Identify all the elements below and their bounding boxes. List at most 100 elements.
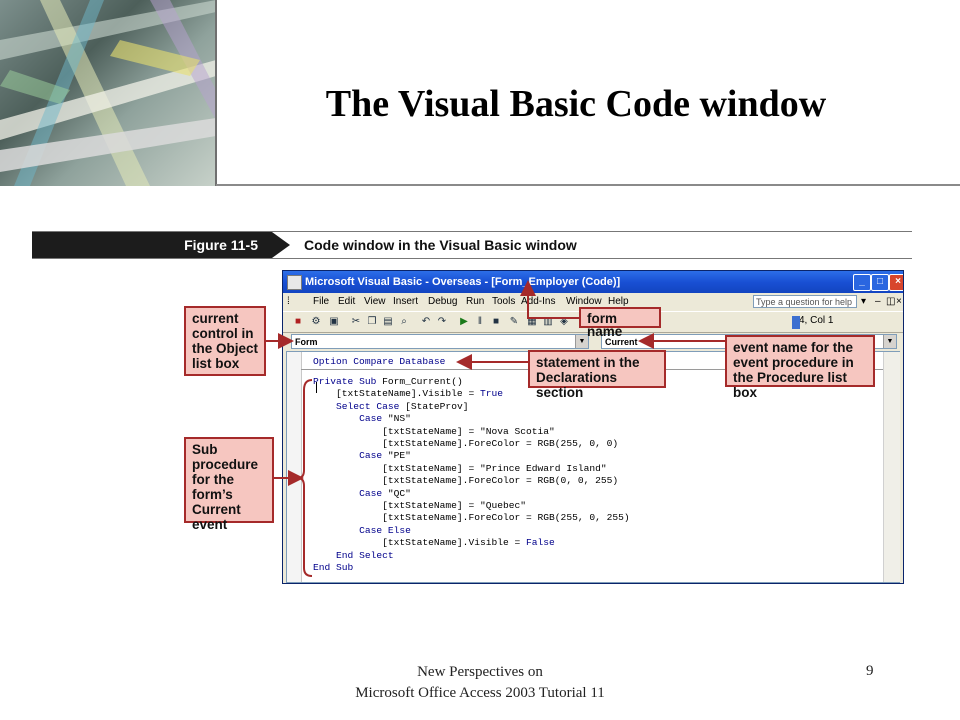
code-keyword: Sub — [336, 562, 354, 573]
chevron-down-icon[interactable]: ▼ — [575, 335, 588, 348]
doc-minimize-icon[interactable]: – — [875, 296, 881, 307]
object-browser-icon[interactable]: ◈ — [560, 316, 568, 327]
menu-add-ins[interactable]: Add-Ins — [521, 296, 556, 307]
procedure-list-value: Current — [605, 337, 638, 347]
cut-icon[interactable]: ✂ — [351, 316, 361, 327]
design-mode-icon[interactable]: ✎ — [509, 316, 519, 327]
declarations-line[interactable]: Option Compare Database — [313, 356, 445, 368]
code-line[interactable]: Case "PE" — [359, 450, 411, 462]
code-line[interactable]: Case Else — [313, 525, 411, 537]
redo-icon[interactable]: ↷ — [437, 316, 447, 327]
callout-text: current — [192, 311, 239, 326]
code-line[interactable]: [txtStateName].ForeColor = RGB(255, 0, 2… — [313, 512, 630, 524]
vb-window-title: Microsoft Visual Basic - Overseas - [For… — [305, 276, 621, 288]
copy-icon[interactable]: ❐ — [367, 316, 377, 327]
vb-standard-toolbar: ■ ⚙ ▣ ✂ ❐ ▤ ⌕ ↶ ↷ ▶ ‖ ■ ✎ ▦ ▥ ◈ 4, Col 1 — [283, 311, 903, 333]
code-line[interactable]: End Select — [313, 550, 394, 562]
close-icon[interactable]: × — [889, 274, 903, 291]
code-line[interactable]: [txtStateName].Visible = True — [313, 388, 503, 400]
vb-app-icon — [287, 275, 302, 290]
properties-icon[interactable]: ▥ — [543, 316, 553, 327]
code-keyword: Case — [359, 524, 383, 536]
minimize-icon[interactable]: _ — [853, 274, 871, 291]
declarations-statement: Option Compare Database — [313, 356, 446, 367]
code-keyword: Sub — [359, 376, 377, 387]
code-keyword: Select — [359, 549, 394, 561]
code-line[interactable]: [txtStateName] = "Quebec" — [313, 500, 527, 511]
callout-current-control: current control in the Object list box — [184, 306, 266, 376]
code-line[interactable]: [txtStateName] = "Nova Scotia" — [313, 425, 555, 437]
menu-window[interactable]: Window — [566, 296, 602, 307]
find-icon[interactable]: ⌕ — [401, 316, 407, 327]
code-keyword: Case — [359, 487, 383, 499]
doc-restore-icon[interactable]: ◫ — [886, 296, 896, 307]
code-keyword: Private — [313, 376, 354, 387]
callout-text: list box — [192, 356, 240, 371]
code-line[interactable]: Case "QC" — [359, 487, 411, 499]
vb-titlebar[interactable]: Microsoft Visual Basic - Overseas - [For… — [283, 271, 903, 293]
code-line[interactable]: End Sub — [313, 562, 353, 574]
callout-event-name: event name for the event procedure in th… — [725, 335, 875, 400]
chevron-down-icon[interactable]: ▼ — [883, 335, 896, 348]
callout-text: event name for the — [733, 340, 854, 355]
leader-form-name — [520, 280, 579, 319]
ask-dropdown-icon[interactable]: ▾ — [861, 296, 867, 307]
callout-text: form name — [587, 311, 623, 339]
menu-run[interactable]: Run — [466, 296, 485, 307]
run-icon[interactable]: ▶ — [460, 316, 468, 327]
ask-question-input[interactable]: Type a question for help — [753, 295, 857, 308]
footer-source: New Perspectives on Microsoft Office Acc… — [300, 662, 660, 704]
callout-text: the Object — [192, 341, 259, 356]
break-icon[interactable]: ‖ — [477, 316, 483, 327]
insert-module-icon[interactable]: ⚙ — [311, 316, 321, 327]
code-line[interactable]: [txtStateName] = "Prince Edward Island" — [313, 462, 607, 474]
toolbar-options-icon[interactable] — [792, 316, 800, 329]
undo-icon[interactable]: ↶ — [421, 316, 431, 327]
cursor-position-readout: 4, Col 1 — [799, 315, 834, 326]
code-line[interactable]: [txtStateName].Visible = False — [313, 537, 555, 549]
menu-edit[interactable]: Edit — [338, 296, 356, 307]
code-keyword: Else — [387, 524, 411, 536]
menu-view[interactable]: View — [364, 296, 386, 307]
code-line[interactable]: Private Sub Form_Current() — [313, 376, 463, 387]
code-line[interactable]: Select Case [StateProv] — [336, 400, 469, 412]
code-line[interactable]: Case "NS" — [359, 413, 411, 425]
page-number: 9 — [866, 663, 874, 679]
code-margin-indicator-bar — [287, 352, 302, 582]
object-list-box[interactable]: Form ▼ — [291, 334, 589, 349]
slide-title: The Visual Basic Code window — [325, 83, 827, 125]
view-access-icon[interactable]: ■ — [294, 316, 302, 327]
text-cursor — [316, 382, 317, 393]
callout-sub-procedure: Sub procedure for the form’s Current eve… — [184, 437, 274, 532]
footer-line-2: Microsoft Office Access 2003 Tutorial 11 — [355, 685, 605, 701]
procedure-brace — [297, 379, 313, 577]
code-keyword: Case — [359, 413, 383, 425]
code-keyword: End — [336, 549, 354, 561]
callout-text: event — [192, 517, 228, 532]
maximize-icon[interactable]: □ — [871, 274, 889, 291]
menu-help[interactable]: Help — [608, 296, 629, 307]
code-keyword: Select — [336, 400, 371, 412]
vertical-scrollbar[interactable] — [883, 352, 900, 582]
menu-debug[interactable]: Debug — [428, 296, 458, 307]
callout-text: control in — [192, 326, 254, 341]
save-icon[interactable]: ▣ — [329, 316, 339, 327]
callout-text: Declarations section — [536, 370, 618, 400]
project-explorer-icon[interactable]: ▦ — [527, 316, 537, 327]
reset-icon[interactable]: ■ — [492, 316, 500, 327]
callout-text: statement in the — [536, 355, 640, 370]
decorative-corner-image — [0, 0, 216, 186]
figure-caption: Code window in the Visual Basic window — [304, 237, 577, 253]
code-line[interactable]: [txtStateName].ForeColor = RGB(255, 0, 0… — [313, 438, 619, 449]
paste-icon[interactable]: ▤ — [383, 316, 393, 327]
menu-tools[interactable]: Tools — [492, 296, 516, 307]
callout-text: event procedure in — [733, 355, 854, 370]
footer-line-1: New Perspectives on — [417, 664, 543, 680]
menu-file[interactable]: File — [313, 296, 330, 307]
code-line[interactable]: [txtStateName].ForeColor = RGB(0, 0, 255… — [313, 475, 619, 487]
doc-close-icon[interactable]: × — [896, 296, 902, 307]
figure-arrow-shape — [272, 232, 290, 258]
menu-insert[interactable]: Insert — [393, 296, 419, 307]
code-editor[interactable]: Option Compare Database Private Sub Form… — [286, 351, 900, 583]
